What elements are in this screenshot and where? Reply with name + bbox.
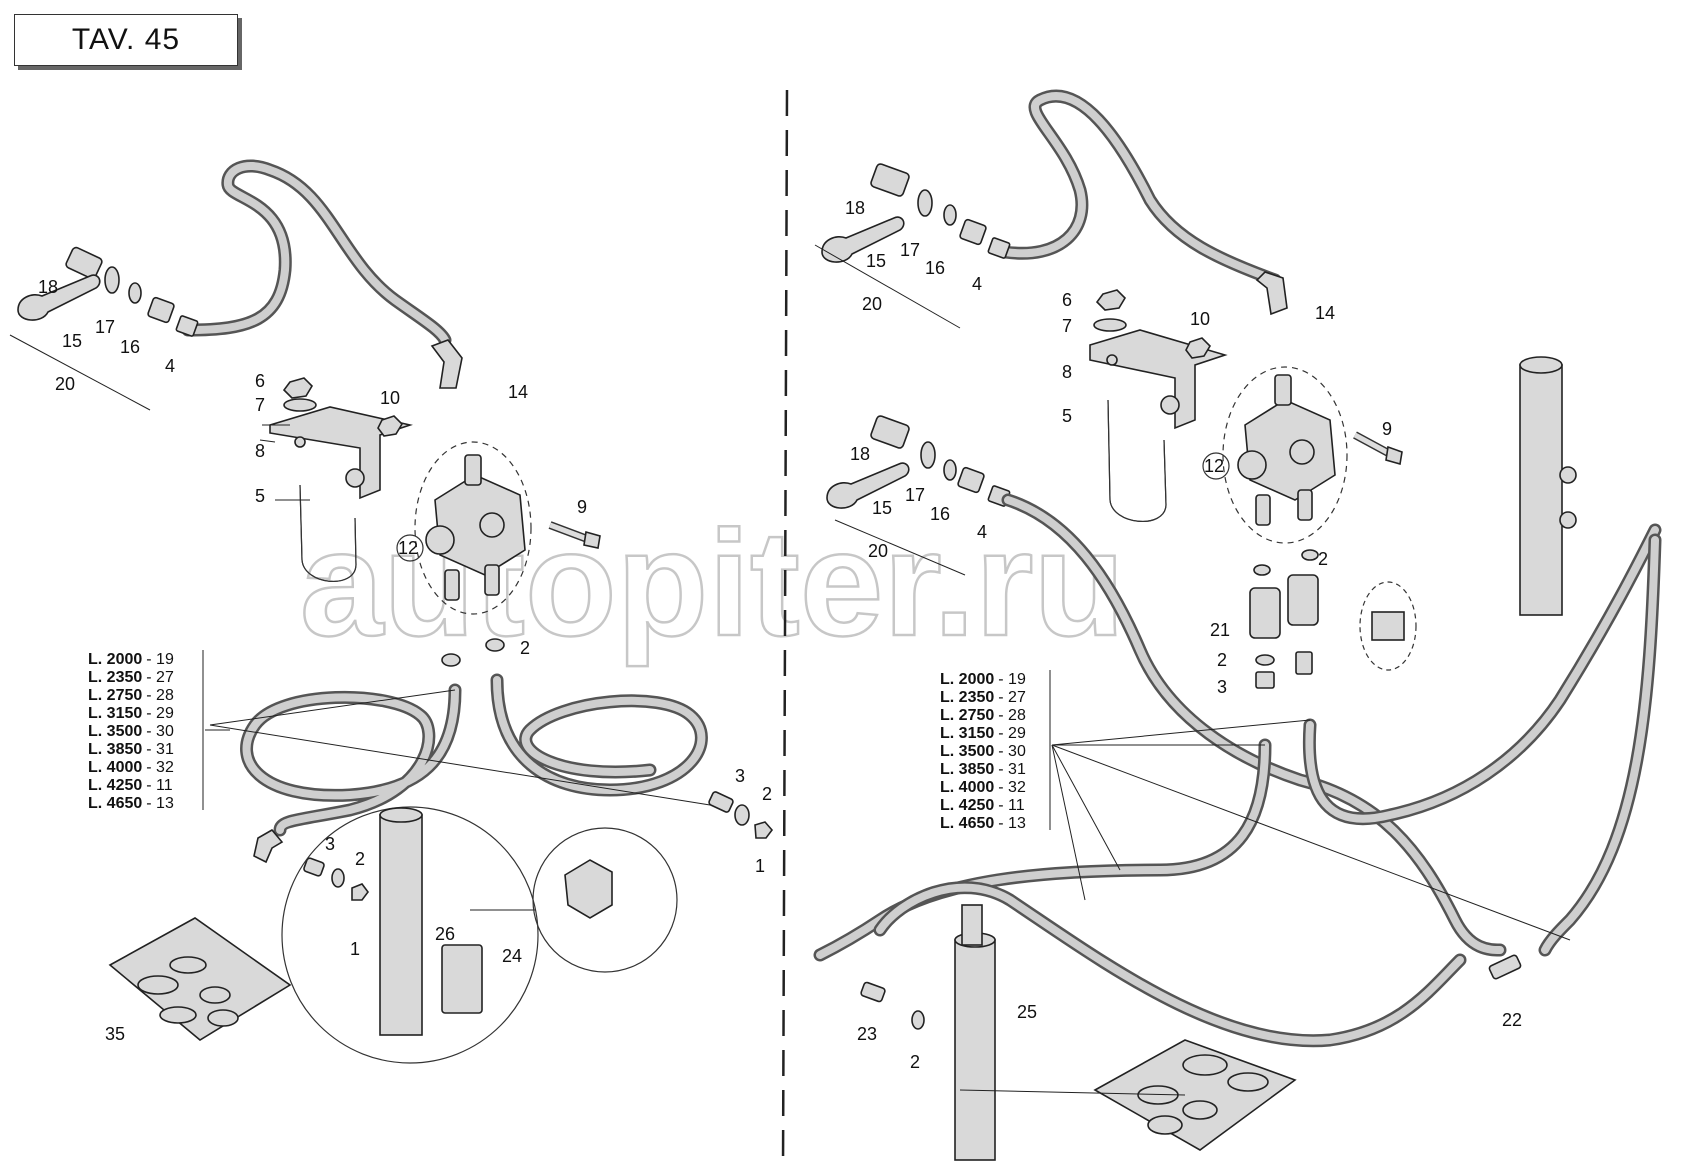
watermark: autopiter.ru	[300, 499, 1125, 667]
callout-20a: 20	[862, 294, 882, 314]
length-row: L. 3500- 30	[88, 723, 174, 740]
callout-24: 24	[502, 946, 522, 966]
right-assembly	[813, 89, 1662, 1161]
svg-text:L. 3850- 31: L. 3850- 31	[88, 741, 174, 758]
callout-23: 23	[857, 1024, 877, 1044]
svg-text:L. 3150- 29: L. 3150- 29	[940, 725, 1026, 742]
callout-25: 25	[1017, 1002, 1037, 1022]
callout-3r: 3	[1217, 677, 1227, 697]
callout-2rb: 2	[1217, 650, 1227, 670]
callout-3b: 3	[325, 834, 335, 854]
callout-22: 22	[1502, 1010, 1522, 1030]
callout-18b: 18	[850, 444, 870, 464]
callout-20: 20	[55, 374, 75, 394]
callout-5: 5	[255, 486, 265, 506]
svg-text:L. 4650- 13: L. 4650- 13	[88, 795, 174, 812]
length-row: L. 3850- 31	[940, 761, 1026, 778]
callout-18a: 18	[845, 198, 865, 218]
callout-16a: 16	[925, 258, 945, 278]
svg-text:L. 4250- 11: L. 4250- 11	[940, 797, 1025, 814]
svg-text:L. 3500- 30: L. 3500- 30	[88, 723, 174, 740]
svg-text:L. 3150- 29: L. 3150- 29	[88, 705, 174, 722]
svg-text:L. 2350- 27: L. 2350- 27	[88, 669, 174, 686]
left-assembly	[9, 159, 774, 1064]
callout-3a: 3	[735, 766, 745, 786]
callout-1a: 1	[755, 856, 765, 876]
callout-26: 26	[435, 924, 455, 944]
length-row: L. 4000- 32	[88, 759, 174, 776]
divider-line	[781, 89, 789, 1171]
callout-9r: 9	[1382, 419, 1392, 439]
callout-4b: 4	[977, 522, 987, 542]
callout-14r: 14	[1315, 303, 1335, 323]
callout-12: 12	[398, 538, 418, 558]
callout-16b: 16	[930, 504, 950, 524]
right-callouts: 18 17 16 15 4 20 14 6 7 10 8 5 9 12 18 1…	[845, 198, 1522, 1072]
svg-text:L. 4650- 13: L. 4650- 13	[940, 815, 1026, 832]
length-row: L. 4650- 13	[88, 795, 174, 812]
length-row: L. 4000- 32	[940, 779, 1026, 796]
left-length-table: L. 2000- 19 L. 2350- 27 L. 2750- 28 L. 3…	[88, 650, 204, 812]
length-row: L. 4650- 13	[940, 815, 1026, 832]
length-row: L. 2000- 19	[88, 651, 174, 668]
callout-17b: 17	[905, 485, 925, 505]
svg-text:L. 2000- 19: L. 2000- 19	[940, 671, 1026, 688]
svg-text:L. 2350- 27: L. 2350- 27	[940, 689, 1026, 706]
callout-5r: 5	[1062, 406, 1072, 426]
length-row: L. 2000- 19	[940, 671, 1026, 688]
callout-2c: 2	[355, 849, 365, 869]
callout-17a: 17	[900, 240, 920, 260]
callout-16: 16	[120, 337, 140, 357]
callout-10r: 10	[1190, 309, 1210, 329]
callout-7r: 7	[1062, 316, 1072, 336]
right-length-table: L. 2000- 19 L. 2350- 27 L. 2750- 28 L. 3…	[940, 670, 1051, 832]
length-row: L. 3500- 30	[940, 743, 1026, 760]
callout-10: 10	[380, 388, 400, 408]
length-row: L. 3150- 29	[940, 725, 1026, 742]
callout-21: 21	[1210, 620, 1230, 640]
svg-text:L. 2000- 19: L. 2000- 19	[88, 651, 174, 668]
callout-15a: 15	[866, 251, 886, 271]
left-callouts: 18 17 16 15 4 20 14 6 7 10 8 5 9 12 2 3 …	[38, 277, 772, 1044]
callout-17: 17	[95, 317, 115, 337]
callout-1b: 1	[350, 939, 360, 959]
svg-text:L. 4000- 32: L. 4000- 32	[940, 779, 1026, 796]
svg-text:L. 4000- 32: L. 4000- 32	[88, 759, 174, 776]
callout-2rc: 2	[910, 1052, 920, 1072]
callout-14: 14	[508, 382, 528, 402]
callout-8r: 8	[1062, 362, 1072, 382]
length-row: L. 2350- 27	[940, 689, 1026, 706]
length-row: L. 3150- 29	[88, 705, 174, 722]
length-row: L. 4250- 11	[88, 777, 173, 794]
length-row: L. 4250- 11	[940, 797, 1025, 814]
svg-text:L. 4250- 11: L. 4250- 11	[88, 777, 173, 794]
callout-15b: 15	[872, 498, 892, 518]
callout-35: 35	[105, 1024, 125, 1044]
svg-text:L. 3500- 30: L. 3500- 30	[940, 743, 1026, 760]
length-row: L. 2350- 27	[88, 669, 174, 686]
svg-text:L. 2750- 28: L. 2750- 28	[88, 687, 174, 704]
length-row: L. 2750- 28	[88, 687, 174, 704]
callout-20b: 20	[868, 541, 888, 561]
callout-2ra: 2	[1318, 549, 1328, 569]
callout-8: 8	[255, 441, 265, 461]
svg-text:L. 3850- 31: L. 3850- 31	[940, 761, 1026, 778]
length-row: L. 2750- 28	[940, 707, 1026, 724]
callout-7: 7	[255, 395, 265, 415]
callout-4a: 4	[972, 274, 982, 294]
callout-12r: 12	[1204, 456, 1224, 476]
callout-2a: 2	[520, 638, 530, 658]
callout-9: 9	[577, 497, 587, 517]
plate-title: TAV. 45	[14, 14, 238, 66]
length-row: L. 3850- 31	[88, 741, 174, 758]
callout-6: 6	[255, 371, 265, 391]
callout-6r: 6	[1062, 290, 1072, 310]
callout-2b: 2	[762, 784, 772, 804]
svg-text:L. 2750- 28: L. 2750- 28	[940, 707, 1026, 724]
callout-18: 18	[38, 277, 58, 297]
callout-4: 4	[165, 356, 175, 376]
callout-15: 15	[62, 331, 82, 351]
